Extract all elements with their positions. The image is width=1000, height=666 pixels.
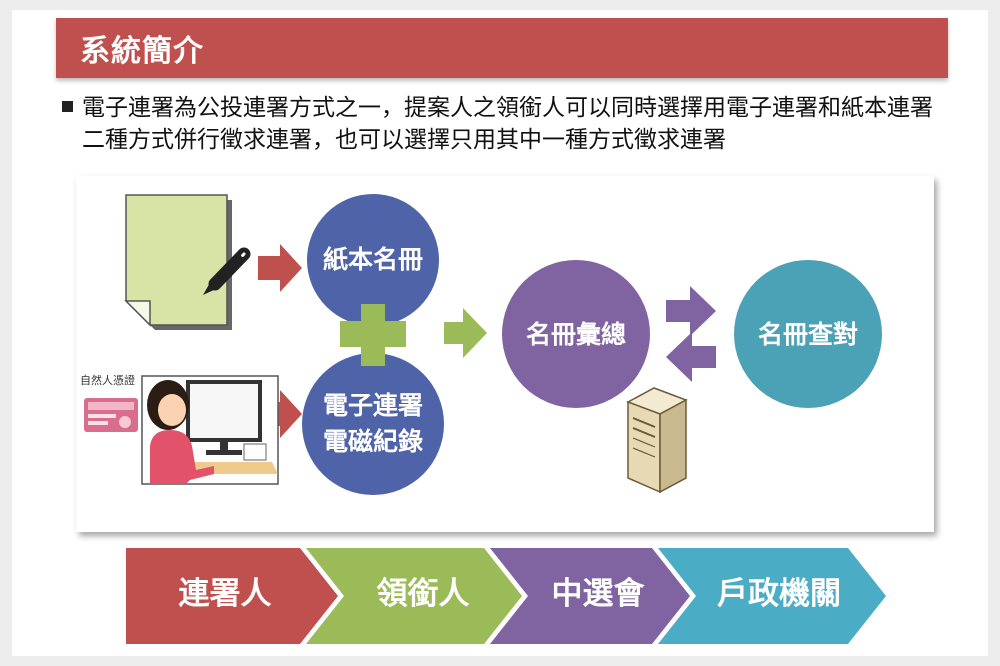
flow-step-4-label: 戶政機關: [717, 576, 841, 612]
arrow-to-summary-icon: [444, 308, 487, 358]
e-record-label-line2: 電磁紀錄: [322, 427, 423, 456]
flow-step-2-shape: [306, 548, 522, 644]
paper-list-label: 紙本名冊: [322, 245, 423, 274]
verify-circle: [734, 260, 882, 408]
bullet-text: 電子連署為公投連署方式之一，提案人之領銜人可以同時選擇用電子連署和紙本連署二種方…: [82, 95, 933, 153]
e-record-circle: [302, 353, 444, 495]
citizen-certificate-label: 自然人憑證: [80, 374, 135, 387]
paper-list-circle: [307, 194, 439, 326]
bullet-square-icon: [62, 101, 73, 112]
e-record-label-line1: 電子連署: [322, 391, 423, 420]
verify-label: 名冊查對: [757, 320, 858, 349]
arrow-right-icon: [666, 286, 716, 336]
flow-step-4-shape: [658, 548, 886, 644]
flow-step-3-shape: [490, 548, 690, 644]
paper-form-icon: [124, 194, 232, 330]
citizen-certificate-card-icon: [84, 398, 138, 432]
flow-step-1-shape: [126, 548, 338, 644]
title-bar: 系統簡介: [56, 18, 948, 78]
e-record-label: 電子連署 電磁紀錄: [302, 388, 444, 460]
page-title: 系統簡介: [80, 34, 204, 69]
arrow-left-icon: [666, 332, 716, 382]
summary-label: 名冊彙總: [525, 320, 626, 349]
server-icon: [626, 387, 688, 494]
flow-step-2-label: 領銜人: [376, 576, 470, 612]
user-at-computer-icon: [141, 375, 279, 485]
summary-circle: [502, 260, 650, 408]
plus-icon: [340, 304, 406, 366]
arrow-paper-icon: [258, 244, 302, 292]
pen-icon: [203, 247, 251, 295]
flow-step-1-label: 連署人: [178, 576, 272, 612]
flow-step-3-label: 中選會: [551, 576, 645, 612]
